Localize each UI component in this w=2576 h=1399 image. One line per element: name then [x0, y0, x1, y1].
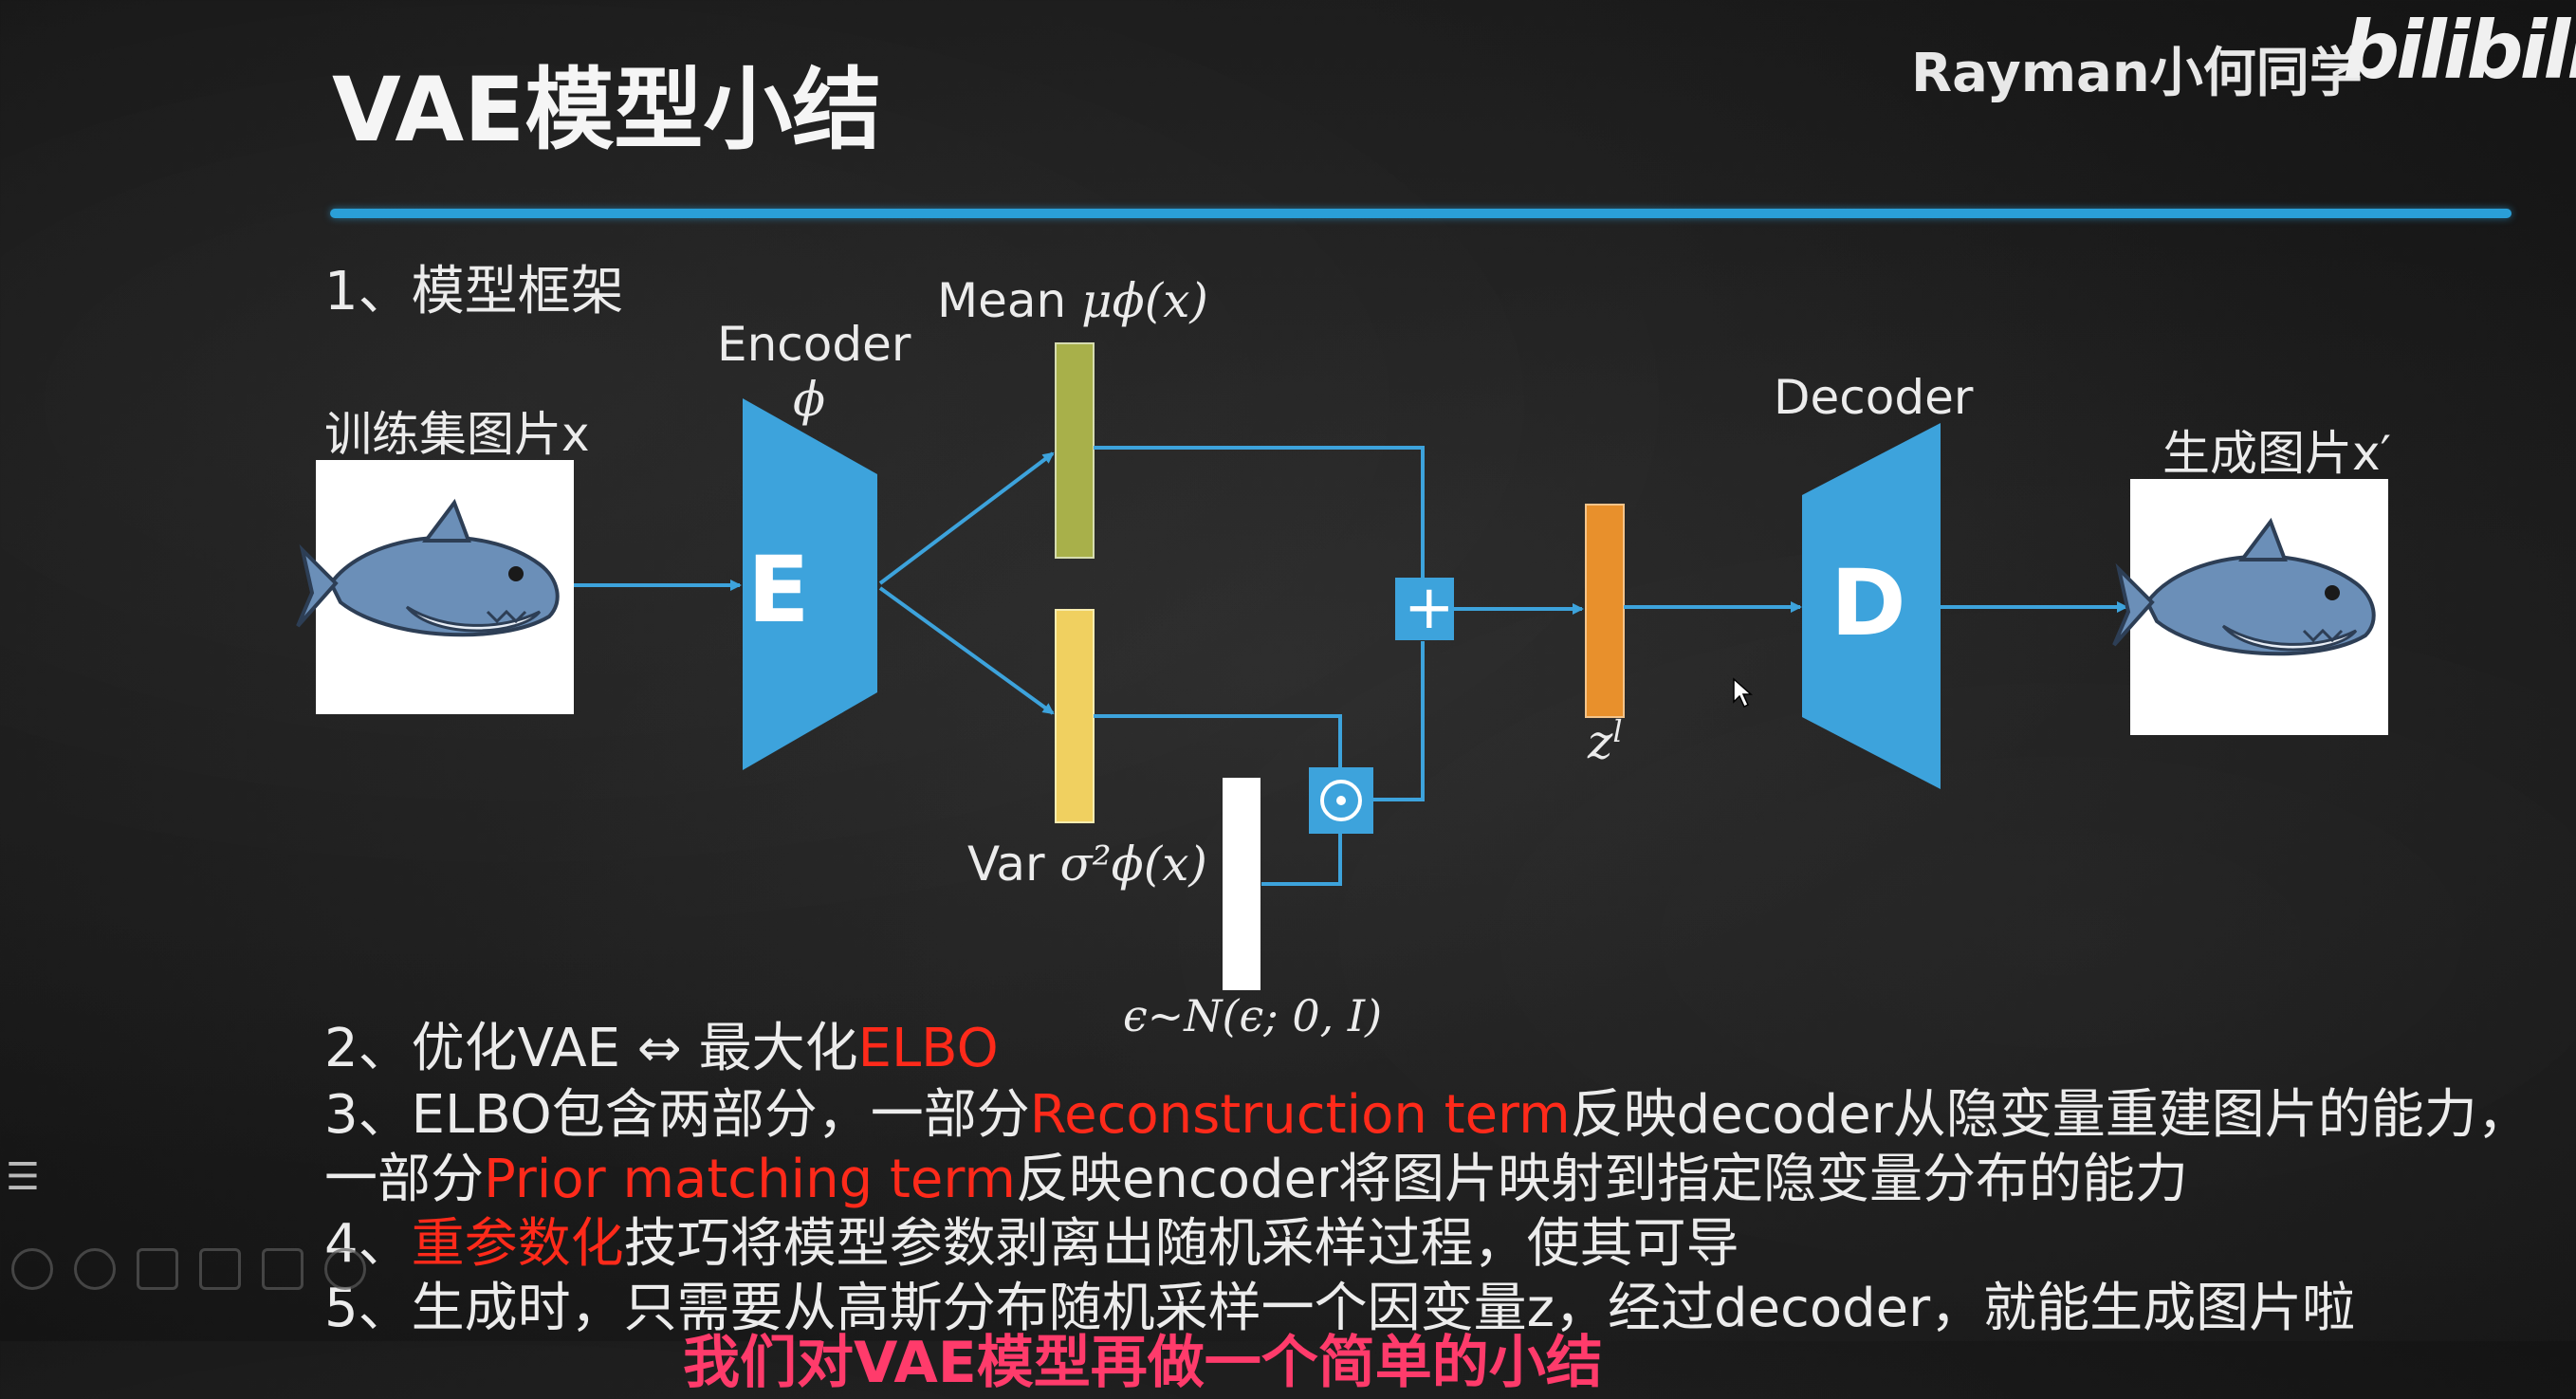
var-label-text: Var — [967, 837, 1045, 892]
point-3-cont-text: 一部分 — [324, 1149, 484, 1210]
decoder-label: Decoder — [1774, 370, 1974, 425]
plus-operator — [1395, 578, 1454, 640]
section-heading: 1、模型框架 — [324, 261, 624, 322]
vae-framework-diagram — [296, 342, 2388, 990]
latent-bar — [1585, 504, 1625, 718]
point-5: 5、生成时，只需要从高斯分布随机采样一个因变量z，经过decoder，就能生成图… — [324, 1265, 2355, 1342]
prev-icon[interactable] — [11, 1248, 53, 1290]
mean-label-text: Mean — [937, 273, 1067, 328]
point-4-suffix: 技巧将模型参数剥离出随机采样过程，使其可导 — [623, 1213, 1739, 1275]
video-subtitle: 我们对VAE模型再做一个简单的小结 — [683, 1330, 1603, 1396]
encoder-label: Encoder — [717, 317, 911, 372]
var-formula: σ²ϕ(x) — [1059, 837, 1207, 892]
output-shark-icon — [2112, 517, 2376, 656]
pen-icon[interactable] — [137, 1248, 178, 1290]
encoder-param: ϕ — [793, 372, 826, 427]
output-label: 生成图片x′ — [2162, 426, 2391, 481]
more-icon[interactable] — [324, 1248, 366, 1290]
decoder-block — [1802, 423, 1941, 789]
plus-symbol: + — [1404, 573, 1455, 643]
encoder-block — [743, 398, 877, 770]
screen-icon[interactable] — [262, 1248, 304, 1290]
bilibili-logo: bilibili — [2343, 4, 2576, 97]
play-icon[interactable] — [74, 1248, 116, 1290]
point-3-highlight: Reconstruction term — [1029, 1084, 1571, 1146]
point-3-cont-highlight: Prior matching term — [484, 1149, 1016, 1210]
slide-title: VAE模型小结 — [332, 59, 882, 162]
point-3: 3、ELBO包含两部分，一部分Reconstruction term反映deco… — [324, 1072, 2530, 1149]
point-3-cont: 一部分Prior matching term反映encoder将图片映射到指定隐… — [324, 1136, 2188, 1213]
player-toolbar — [0, 1233, 417, 1309]
encoder-letter: E — [747, 537, 810, 643]
point-3-text: 3、ELBO包含两部分，一部分 — [324, 1084, 1030, 1146]
noise-bar — [1223, 778, 1260, 990]
point-3-cont-suffix: 反映encoder将图片映射到指定隐变量分布的能力 — [1015, 1149, 2188, 1210]
point-3-suffix: 反映decoder从隐变量重建图片的能力， — [1570, 1084, 2530, 1146]
list-icon[interactable]: ☰ — [6, 1155, 40, 1199]
mouse-cursor-icon — [1733, 677, 1753, 709]
latent-label: zl — [1588, 713, 1623, 770]
input-label: 训练集图片x — [324, 407, 590, 462]
mean-formula: μϕ(x) — [1081, 273, 1208, 328]
decoder-letter: D — [1831, 550, 1906, 656]
author-watermark: Rayman小何同学 — [1911, 43, 2363, 104]
input-image — [296, 460, 574, 714]
mean-label: Mean μϕ(x) — [937, 273, 1208, 328]
latent-z: z — [1588, 714, 1613, 770]
point-2-highlight: ELBO — [857, 1018, 999, 1079]
var-label: Var σ²ϕ(x) — [967, 837, 1207, 892]
mean-bar — [1055, 342, 1095, 559]
latent-sup: l — [1612, 713, 1623, 749]
var-bar — [1055, 609, 1095, 823]
point-4: 4、重参数化技巧将模型参数剥离出随机采样过程，使其可导 — [324, 1201, 1739, 1278]
title-divider — [330, 209, 2512, 218]
point-2: 2、优化VAE ⇔ 最大化ELBO — [324, 1005, 999, 1082]
point-5-text: 5、生成时，只需要从高斯分布随机采样一个因变量z，经过decoder，就能生成图… — [324, 1278, 2356, 1339]
output-image — [2112, 479, 2388, 735]
input-shark-icon — [296, 498, 560, 637]
point-4-highlight: 重参数化 — [411, 1213, 624, 1275]
point-2-text: 2、优化VAE ⇔ 最大化 — [324, 1018, 858, 1079]
noise-label: ϵ~N(ϵ; 0, I) — [1123, 990, 1383, 1041]
screenshot-icon[interactable] — [199, 1248, 241, 1290]
